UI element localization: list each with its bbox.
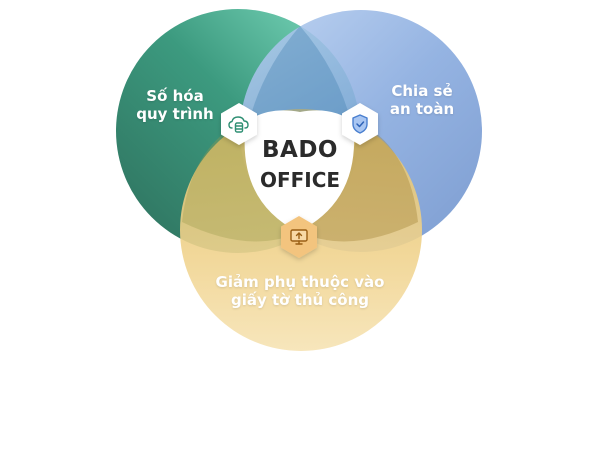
circle-right-label: Chia sẻ an toàn: [372, 82, 472, 118]
circle-bottom-label: Giảm phụ thuộc vào giấy tờ thủ công: [190, 273, 410, 309]
circle-right-label-line1: Chia sẻ: [391, 82, 453, 100]
cloud-database-icon: [228, 116, 249, 133]
circle-left-label-line1: Số hóa: [146, 87, 204, 105]
overlap-left-right: [248, 26, 352, 130]
center-title-line1: BADO: [262, 137, 338, 163]
circle-right-label-line2: an toàn: [389, 100, 455, 118]
badge-shield-check: [342, 103, 378, 145]
circle-bottom-label-line2: giấy tờ thủ công: [230, 291, 370, 309]
circle-bottom-label-line1: Giảm phụ thuộc vào: [215, 273, 385, 291]
circle-left-label-line2: quy trình: [136, 105, 214, 123]
badge-monitor-upload: [281, 216, 317, 258]
center-title-line2: OFFICE: [259, 168, 341, 192]
center-region: [244, 110, 355, 232]
badge-cloud-database: [221, 103, 257, 145]
shield-check-icon: [352, 114, 368, 134]
monitor-upload-icon: [290, 229, 308, 245]
circle-left-label: Số hóa quy trình: [120, 87, 230, 123]
overlap-right-bottom: [300, 122, 418, 242]
